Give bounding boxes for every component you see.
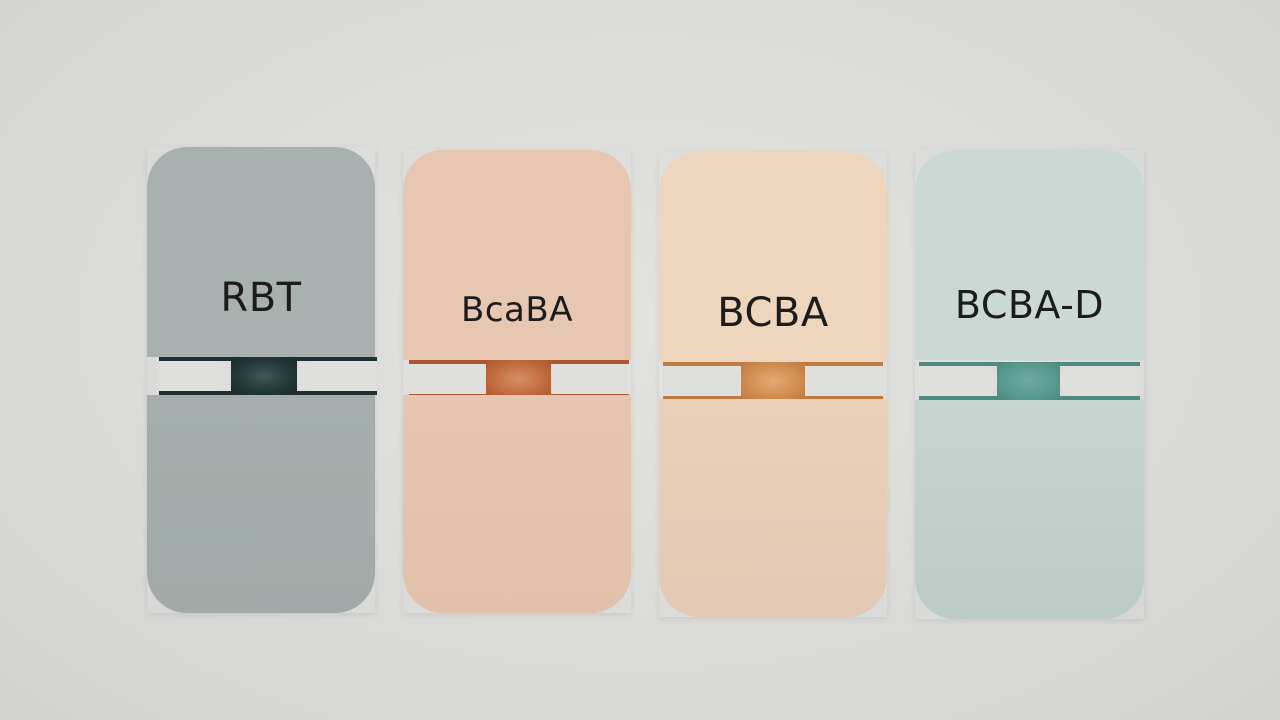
card-bottom-half xyxy=(147,395,375,613)
slot-right xyxy=(297,361,377,391)
card-top-half: BCBA xyxy=(659,152,887,362)
card-bcaba[interactable]: BcaBA xyxy=(403,150,631,613)
card-bottom-half xyxy=(915,400,1144,619)
card-bottom-half xyxy=(403,395,631,613)
card-top-half: RBT xyxy=(147,147,375,357)
slot-left xyxy=(919,366,997,396)
card-joint xyxy=(159,357,377,395)
slot-right xyxy=(1060,366,1140,396)
card-joint xyxy=(409,360,629,398)
slot-right xyxy=(551,364,629,394)
card-joint xyxy=(663,362,883,400)
card-top-half: BCBA-D xyxy=(915,150,1144,360)
slot-left xyxy=(663,366,741,396)
joint-neck xyxy=(741,362,805,400)
card-joint xyxy=(919,362,1140,400)
card-bottom-half xyxy=(659,399,887,617)
card-top-half: BcaBA xyxy=(403,150,631,360)
slot-left xyxy=(409,364,486,394)
joint-neck xyxy=(997,362,1060,400)
slot-right xyxy=(805,366,883,396)
card-bcba-d[interactable]: BCBA-D xyxy=(915,150,1144,619)
card-label: BcaBA xyxy=(461,290,573,330)
joint-neck xyxy=(231,357,297,395)
card-label: BCBA-D xyxy=(954,283,1105,327)
card-label: RBT xyxy=(220,275,302,321)
card-rbt[interactable]: RBT xyxy=(147,147,377,613)
card-bcba[interactable]: BCBA xyxy=(659,152,887,617)
slot-left xyxy=(159,361,231,391)
card-label: BCBA xyxy=(717,290,829,336)
joint-neck xyxy=(486,360,551,398)
